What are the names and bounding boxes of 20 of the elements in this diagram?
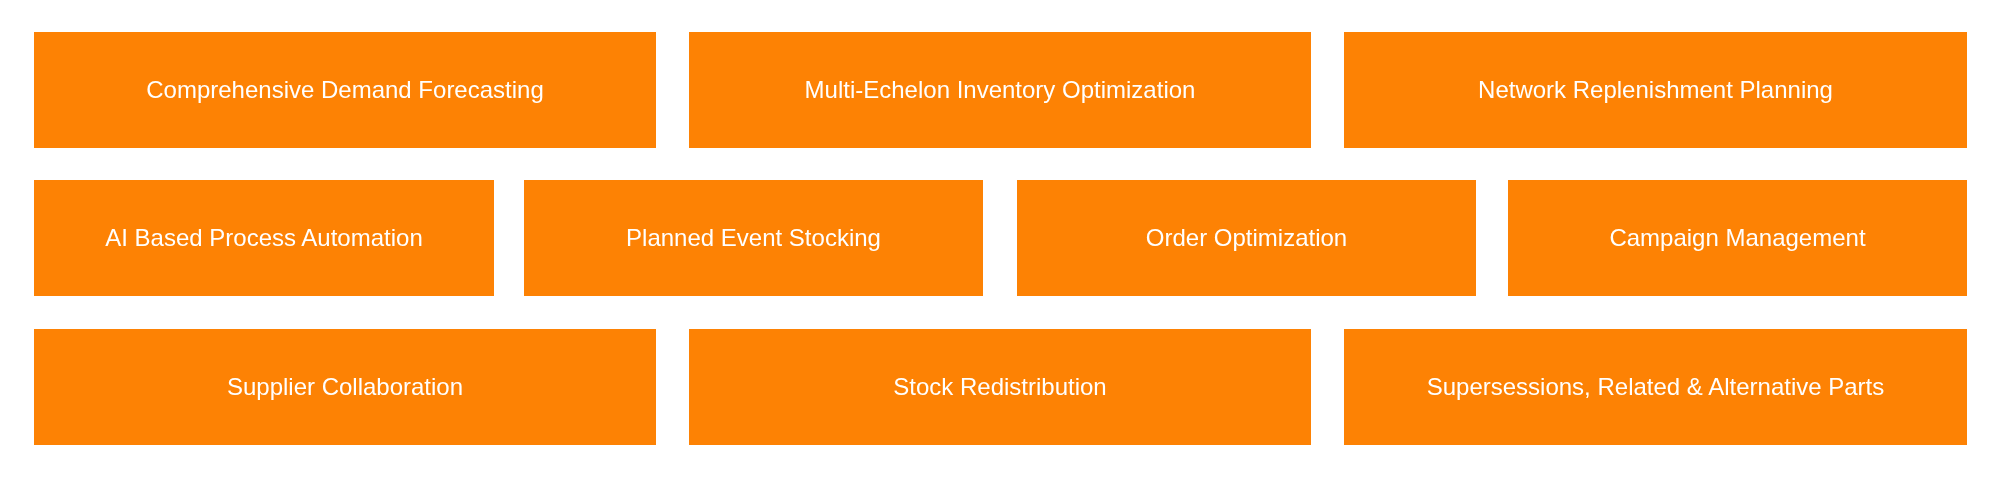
feature-box xyxy=(34,180,494,296)
feature-box xyxy=(524,180,983,296)
feature-label: Comprehensive Demand Forecasting xyxy=(146,76,544,104)
feature-box xyxy=(689,329,1311,445)
feature-label: Multi-Echelon Inventory Optimization xyxy=(804,76,1196,104)
feature-box xyxy=(689,32,1311,148)
feature-label: Order Optimization xyxy=(1145,224,1348,252)
feature-label: Planned Event Stocking xyxy=(626,224,881,252)
feature-label: Stock Redistribution xyxy=(893,373,1107,401)
feature-box xyxy=(1344,32,1967,148)
feature-box xyxy=(34,329,656,445)
feature-box xyxy=(1017,180,1476,296)
feature-box xyxy=(1344,329,1967,445)
feature-label: Supersessions, Related & Alternative Parts xyxy=(1426,373,1885,401)
feature-box xyxy=(34,32,656,148)
feature-box xyxy=(1508,180,1967,296)
feature-label: Supplier Collaboration xyxy=(226,373,464,401)
feature-label: Campaign Management xyxy=(1609,224,1866,252)
feature-label: Network Replenishment Planning xyxy=(1478,76,1833,104)
feature-label: AI Based Process Automation xyxy=(105,224,423,252)
